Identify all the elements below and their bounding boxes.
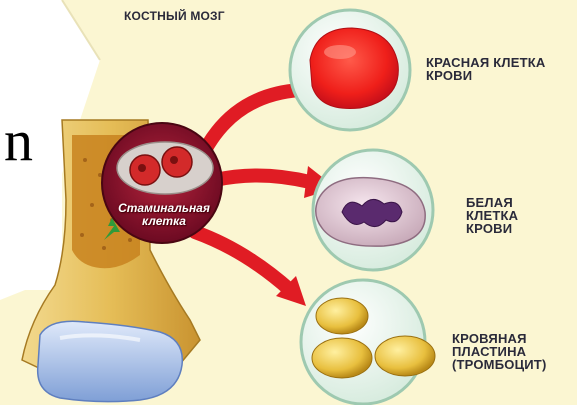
edge-character: n (4, 112, 33, 170)
red-cell-highlight (324, 45, 356, 59)
platelet-2 (312, 338, 372, 378)
platelet-label: КРОВЯНАЯ ПЛАСТИНА (ТРОМБОЦИТ) (452, 332, 546, 371)
arrow-to-white-cell (215, 175, 310, 182)
diagram-title: КОСТНЫЙ МОЗГ (124, 10, 225, 23)
joint-bone (38, 321, 183, 401)
red-blood-cell (310, 28, 398, 109)
platelet-1 (316, 298, 368, 334)
nucleolus-right (170, 156, 178, 164)
platelet-3 (375, 336, 435, 376)
stem-cell-label: Стаминальная клетка (110, 202, 218, 228)
white-blood-cell-bubble (313, 150, 433, 270)
white-cell-label: БЕЛАЯ КЛЕТКА КРОВИ (466, 196, 518, 235)
red-blood-cell-bubble (290, 10, 410, 130)
nucleolus-left (138, 164, 146, 172)
red-cell-label: КРАСНАЯ КЛЕТКА КРОВИ (426, 56, 545, 82)
